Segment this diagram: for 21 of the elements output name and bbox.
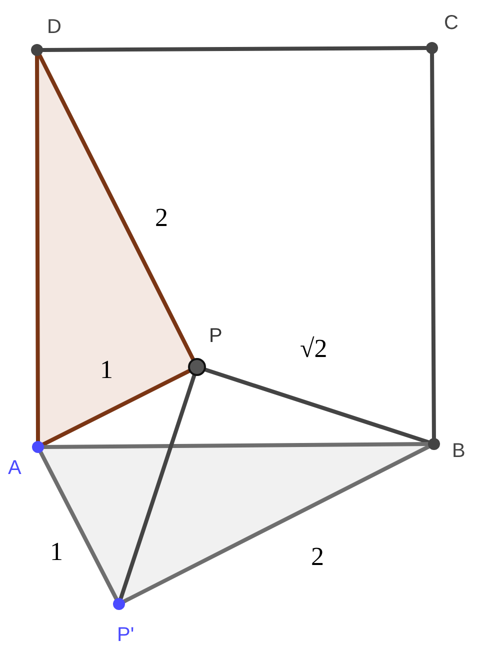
line-segment xyxy=(118,374,196,600)
length-label: 2 xyxy=(311,542,324,572)
line-segment xyxy=(41,46,428,52)
length-label: 2 xyxy=(155,203,168,233)
line-segment xyxy=(38,53,195,361)
line-segment xyxy=(41,369,191,446)
length-label: 1 xyxy=(50,537,63,567)
line-segment xyxy=(430,52,436,440)
length-label: √2 xyxy=(300,334,328,364)
line-segment xyxy=(38,450,118,601)
point-label: P xyxy=(209,325,222,348)
point-label: A xyxy=(8,457,22,480)
line-segment xyxy=(35,54,40,443)
point-label: P' xyxy=(117,624,134,647)
line-segment xyxy=(122,444,431,604)
point-label: C xyxy=(444,12,458,35)
line-segment xyxy=(204,368,430,444)
length-label: 1 xyxy=(100,355,113,385)
line-segment xyxy=(42,442,430,449)
point-label: D xyxy=(47,16,62,39)
point-label: B xyxy=(452,440,466,463)
